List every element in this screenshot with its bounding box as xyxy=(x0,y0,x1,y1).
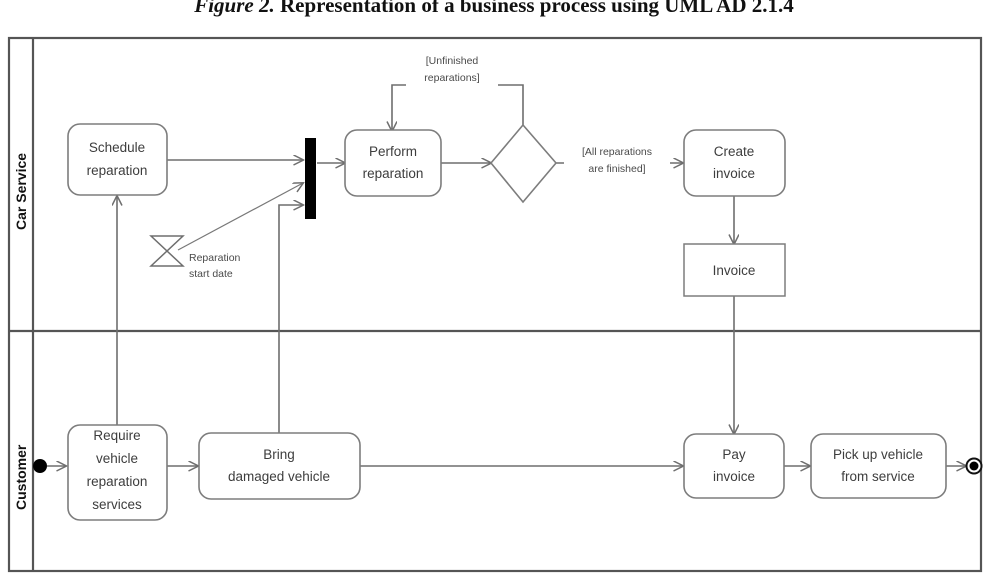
lane-label-customer: Customer xyxy=(13,444,29,510)
action-bring-line1: Bring xyxy=(263,447,295,462)
lane-label-car-service: Car Service xyxy=(13,153,29,230)
swimlane-frame xyxy=(7,36,983,573)
decision-node[interactable] xyxy=(489,123,558,204)
action-perform-line2: reparation xyxy=(363,166,424,181)
lane-label-car-service-text: Car Service xyxy=(13,153,29,230)
time-event-label-line1: Reparation xyxy=(189,252,241,264)
action-require-line1: Require xyxy=(93,428,140,443)
edge-bring-to-join xyxy=(278,205,303,433)
action-create-invoice-line1: Create xyxy=(714,144,755,159)
action-require-line2: vehicle xyxy=(96,451,138,466)
action-require-line4: services xyxy=(92,497,142,512)
join-bar-node[interactable] xyxy=(305,138,316,219)
initial-node[interactable] xyxy=(33,459,47,473)
guard-unfinished-line2: reparations] xyxy=(424,72,480,84)
guard-unfinished-line1: [Unfinished xyxy=(426,55,479,67)
action-create-invoice[interactable]: Create invoice xyxy=(683,129,786,197)
time-event-node[interactable]: Reparation start date xyxy=(149,235,241,280)
action-create-invoice-line2: invoice xyxy=(713,166,755,181)
figure-caption-number: Figure 2. xyxy=(194,0,275,17)
action-schedule-line2: reparation xyxy=(87,163,148,178)
edge-decision-loopback xyxy=(392,84,524,131)
guard-unfinished-reparations: [Unfinished reparations] xyxy=(406,52,498,91)
edges xyxy=(47,84,966,466)
guard-allfinished-line2: are finished] xyxy=(588,163,645,175)
action-pickup-line2: from service xyxy=(841,469,915,484)
guard-all-reparations-finished: [All reparations are finished] xyxy=(564,141,670,179)
action-perform-reparation[interactable]: Perform reparation xyxy=(344,129,442,197)
action-bring-line2: damaged vehicle xyxy=(228,469,330,484)
action-pick-up-vehicle[interactable]: Pick up vehicle from service xyxy=(810,433,947,499)
action-pickup-line1: Pick up vehicle xyxy=(833,447,923,462)
action-schedule-reparation[interactable]: Schedule reparation xyxy=(67,123,168,196)
action-pay-invoice[interactable]: Pay invoice xyxy=(683,433,785,499)
action-perform-line1: Perform xyxy=(369,144,417,159)
action-schedule-line1: Schedule xyxy=(89,140,145,155)
guard-allfinished-line1: [All reparations xyxy=(582,146,652,158)
figure-caption-text: Representation of a business process usi… xyxy=(279,0,794,17)
activity-final-node[interactable] xyxy=(965,457,983,475)
figure-caption: Figure 2. Representation of a business p… xyxy=(0,0,988,22)
object-node-invoice-label: Invoice xyxy=(713,263,756,278)
action-require-line3: reparation xyxy=(87,474,148,489)
action-pay-invoice-line2: invoice xyxy=(713,469,755,484)
action-pay-invoice-line1: Pay xyxy=(722,447,746,462)
object-node-invoice[interactable]: Invoice xyxy=(683,243,786,297)
time-event-label-line2: start date xyxy=(189,268,233,280)
action-bring-damaged-vehicle[interactable]: Bring damaged vehicle xyxy=(198,432,361,500)
lane-label-customer-text: Customer xyxy=(13,444,29,510)
edge-timeevent-to-join xyxy=(177,183,303,251)
action-require-vehicle-reparation-services[interactable]: Require vehicle reparation services xyxy=(67,424,168,521)
